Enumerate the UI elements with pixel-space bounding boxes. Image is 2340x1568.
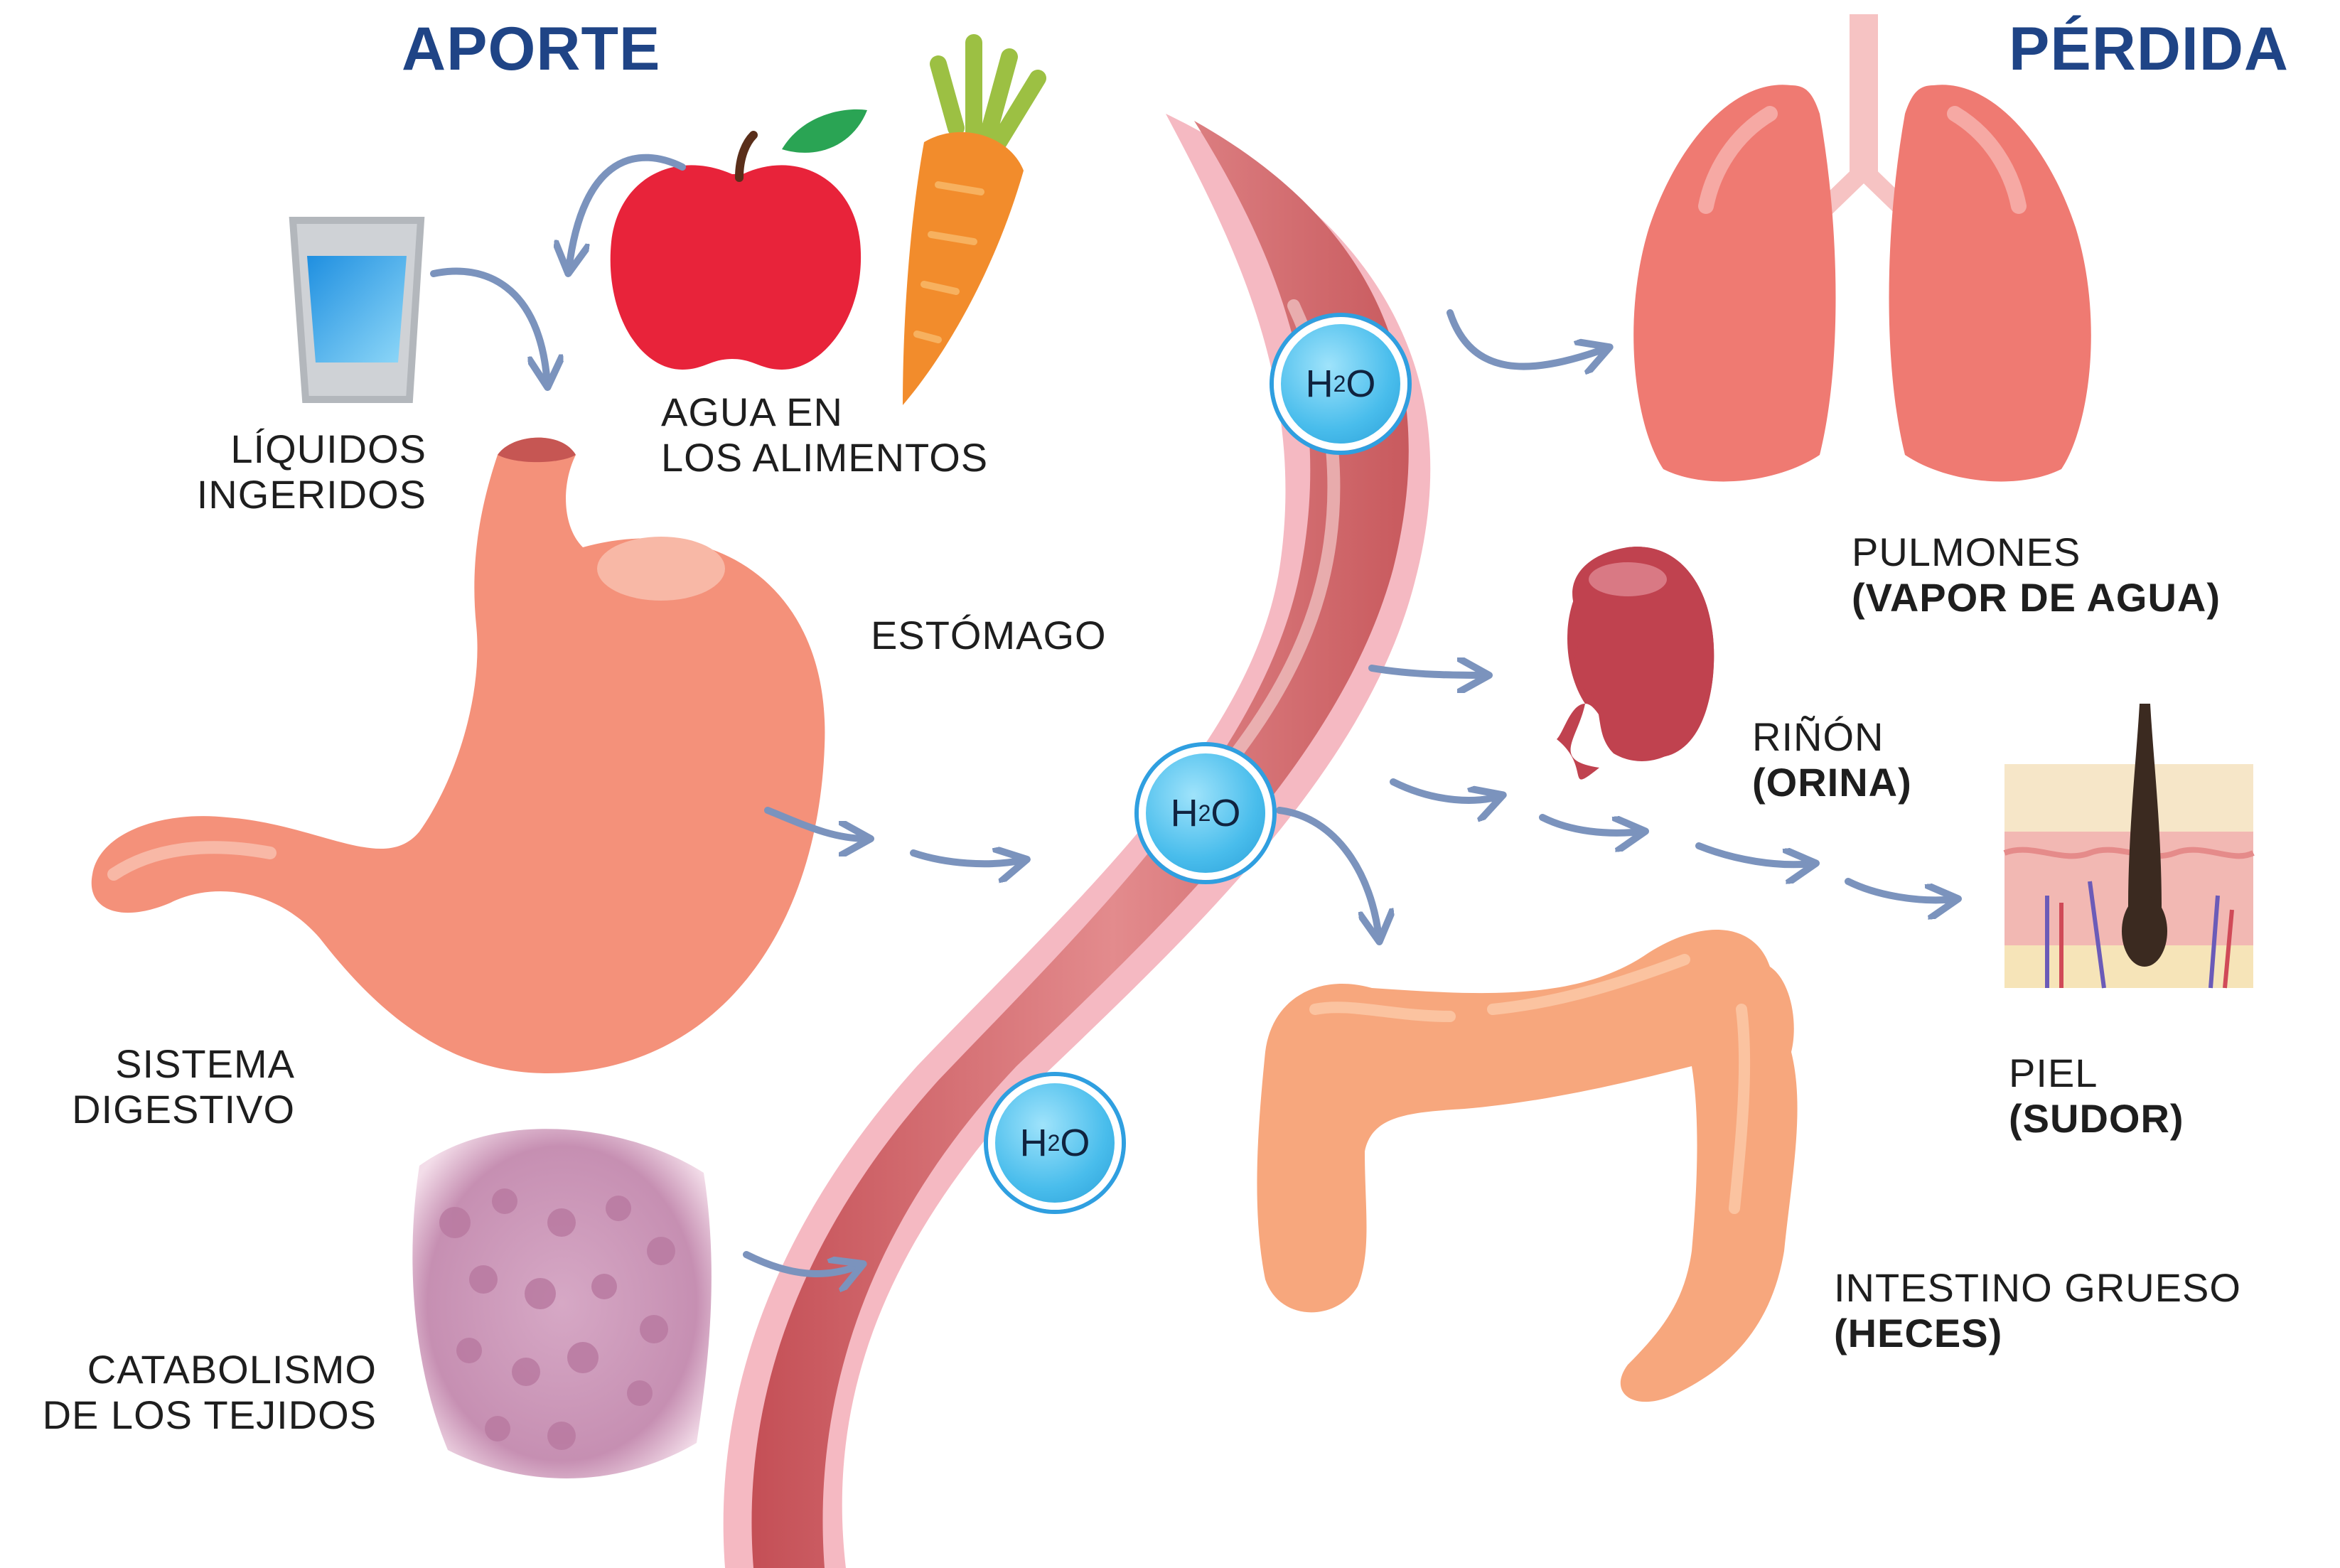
arrow-vessel-to-kidney	[1372, 668, 1486, 675]
label-liquids: LÍQUIDOS INGERIDOS	[135, 426, 426, 517]
label-kidney-detail: (ORINA)	[1752, 760, 1912, 805]
arrow-vessel-to-lungs	[1450, 313, 1606, 367]
label-catabolism-line2: DE LOS TEJIDOS	[0, 1392, 377, 1438]
arrow-vessel-to-skin-3	[1699, 846, 1813, 864]
label-colon-detail: (HECES)	[1834, 1311, 2241, 1356]
h2o-h: H	[1306, 362, 1333, 406]
label-skin: PIEL (SUDOR)	[2009, 1051, 2184, 1142]
label-digestive-system: SISTEMA DIGESTIVO	[28, 1041, 295, 1132]
kidney-icon	[1557, 547, 1714, 779]
label-skin-name: PIEL	[2009, 1051, 2184, 1096]
label-catabolism-line1: CATABOLISMO	[0, 1347, 377, 1392]
h2o-o: O	[1211, 791, 1240, 835]
loss-title: PÉRDIDA	[2009, 14, 2289, 85]
label-tissue-catabolism: CATABOLISMO DE LOS TEJIDOS	[0, 1347, 377, 1438]
h2o-h: H	[1020, 1121, 1048, 1165]
large-intestine-icon	[1257, 930, 1797, 1402]
h2o-sub: 2	[1048, 1130, 1061, 1156]
intake-title: APORTE	[402, 14, 660, 85]
arrow-stomach-to-vessel-2	[913, 853, 1024, 864]
label-lungs-name: PULMONES	[1852, 530, 2221, 575]
h2o-sub: 2	[1333, 371, 1346, 397]
h2o-o: O	[1060, 1121, 1090, 1165]
label-digestive-line1: SISTEMA	[28, 1041, 295, 1087]
label-digestive-line2: DIGESTIVO	[28, 1087, 295, 1132]
arrow-vessel-to-skin-2	[1542, 817, 1642, 833]
label-skin-detail: (SUDOR)	[2009, 1096, 2184, 1142]
stomach-icon	[92, 438, 825, 1073]
label-lungs: PULMONES (VAPOR DE AGUA)	[1852, 530, 2221, 621]
carrot-icon	[903, 43, 1038, 405]
h2o-o: O	[1346, 362, 1375, 406]
skin-cross-section-icon	[2004, 704, 2253, 988]
apple-icon	[611, 109, 867, 370]
label-kidney: RIÑÓN (ORINA)	[1752, 714, 1912, 805]
tissue-cells-icon	[412, 1129, 712, 1478]
label-stomach: ESTÓMAGO	[871, 613, 1107, 658]
arrow-vessel-to-colon	[1279, 810, 1379, 938]
label-food-water: AGUA EN LOS ALIMENTOS	[661, 390, 988, 480]
h2o-h: H	[1171, 791, 1198, 835]
arrow-liquids-to-stomach	[434, 272, 547, 384]
h2o-sub: 2	[1198, 800, 1211, 827]
label-food-water-line1: AGUA EN	[661, 390, 988, 435]
water-glass-icon	[293, 220, 421, 399]
arrow-vessel-to-skin-1	[1393, 782, 1500, 800]
label-liquids-line1: LÍQUIDOS	[135, 426, 426, 472]
label-large-intestine: INTESTINO GRUESO (HECES)	[1834, 1265, 2241, 1356]
arrow-vessel-to-skin-4	[1848, 881, 1955, 900]
label-lungs-detail: (VAPOR DE AGUA)	[1852, 575, 2221, 621]
label-food-water-line2: LOS ALIMENTOS	[661, 435, 988, 480]
label-liquids-line2: INGERIDOS	[135, 472, 426, 517]
label-colon-name: INTESTINO GRUESO	[1834, 1265, 2241, 1311]
label-kidney-name: RIÑÓN	[1752, 714, 1912, 760]
